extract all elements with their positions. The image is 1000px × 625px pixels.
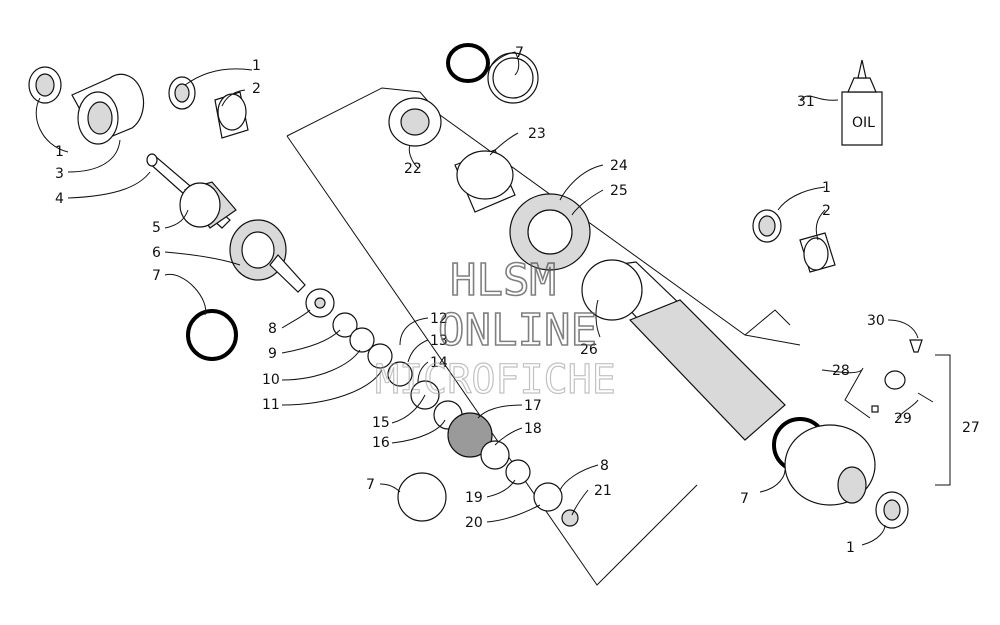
callout-labels: 1 1 2 3 4 5 6 7 1 2 7 8 9 10 11 12 13 14…: [55, 45, 980, 556]
callout-29: 29: [894, 411, 912, 427]
callout-7b: 7: [515, 45, 524, 61]
watermark-line-2: ONLINE: [438, 305, 597, 356]
callout-7a: 7: [152, 268, 161, 284]
shaft-seal-assembly: [229, 219, 306, 293]
o-ring-left: [186, 309, 238, 361]
callout-31: 31: [797, 94, 815, 110]
callout-14: 14: [430, 355, 448, 371]
bleed-screw: [909, 339, 923, 353]
callout-24: 24: [610, 158, 628, 174]
upper-sleeve: [214, 91, 249, 139]
callout-6: 6: [152, 245, 161, 261]
callout-8a: 8: [268, 321, 277, 337]
watermark: HLSM ONLINE MICROFICHE: [374, 254, 616, 403]
callout-25: 25: [610, 183, 628, 199]
piston-shaft: [146, 153, 237, 229]
callout-1a: 1: [252, 58, 261, 74]
valve-core-assembly: [871, 370, 934, 413]
right-bushing-1: [752, 209, 782, 243]
callout-28: 28: [832, 363, 850, 379]
watermark-line-3: MICROFICHE: [375, 357, 616, 403]
callout-16: 16: [372, 435, 390, 451]
shock-body-cylinder: [581, 259, 786, 441]
oil-label: OIL: [852, 115, 875, 131]
callout-3: 3: [55, 166, 64, 182]
callout-7c: 7: [366, 477, 375, 493]
callout-1d: 1: [846, 540, 855, 556]
callout-23: 23: [528, 126, 546, 142]
callout-27: 27: [962, 420, 980, 436]
callout-13: 13: [430, 333, 448, 349]
callout-22: 22: [404, 161, 422, 177]
callout-26: 26: [580, 342, 598, 358]
callout-12: 12: [430, 311, 448, 327]
callout-2b: 2: [822, 203, 831, 219]
watermark-line-1: HLSM: [450, 255, 556, 306]
upper-bushing-left: [28, 66, 62, 104]
callout-11: 11: [262, 397, 280, 413]
callout-18: 18: [524, 421, 542, 437]
callout-1b: 1: [55, 144, 64, 160]
oil-bottle: OIL: [841, 59, 883, 146]
callout-15: 15: [372, 415, 390, 431]
leader-lines: [35, 51, 919, 546]
lower-eye-housing: [784, 424, 876, 506]
callout-4: 4: [55, 191, 64, 207]
callout-30: 30: [867, 313, 885, 329]
top-seal-ring: [487, 52, 539, 104]
callout-20: 20: [465, 515, 483, 531]
callout-19: 19: [465, 490, 483, 506]
bracket-28: [844, 367, 871, 419]
callout-9: 9: [268, 346, 277, 362]
callout-17: 17: [524, 398, 542, 414]
bracket-27: [935, 354, 951, 486]
callout-7d: 7: [740, 491, 749, 507]
reservoir-cap: [454, 149, 516, 213]
callout-1c: 1: [822, 180, 831, 196]
upper-bushing-right: [168, 76, 196, 110]
callout-8b: 8: [600, 458, 609, 474]
spring-collar: [509, 193, 591, 271]
upper-eye-housing: [71, 73, 145, 145]
subassembly-outline-lower: [286, 135, 698, 586]
callout-5: 5: [152, 220, 161, 236]
callout-10: 10: [262, 372, 280, 388]
piston-valve-stack: [305, 288, 579, 527]
lower-bushing: [875, 491, 909, 529]
top-bearing-cap: [388, 97, 442, 147]
valve-ring: [397, 472, 447, 522]
callout-21: 21: [594, 483, 612, 499]
right-sleeve-2: [799, 232, 836, 273]
o-ring-top: [446, 43, 490, 83]
callout-2a: 2: [252, 81, 261, 97]
